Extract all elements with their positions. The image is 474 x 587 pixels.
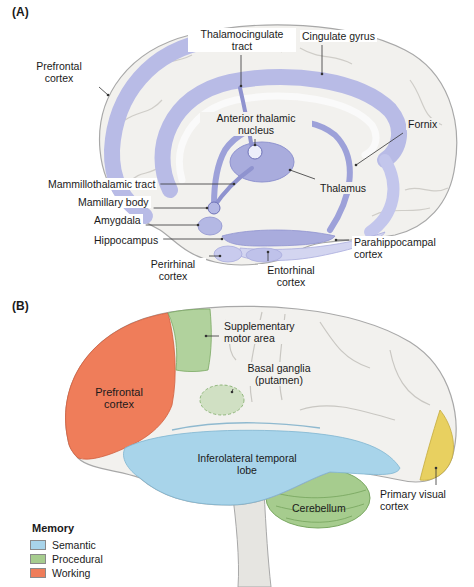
brain-outline xyxy=(100,25,457,265)
structure-label: Entorhinal cortex xyxy=(258,264,324,288)
medial-brain xyxy=(100,25,457,265)
lateral-fissure xyxy=(172,423,320,430)
region-label: Primary visual cortex xyxy=(378,488,468,512)
cerebrum-outline xyxy=(66,306,456,505)
leader-line xyxy=(146,225,198,226)
leader-dot xyxy=(321,73,324,76)
lateral-brain xyxy=(66,306,456,587)
supplementary-motor-region xyxy=(168,309,211,372)
region-label: Prefrontal cortex xyxy=(82,386,156,410)
basal-ganglia-shape xyxy=(200,385,244,415)
legend-row: Procedural xyxy=(30,552,103,566)
leader-dot xyxy=(206,207,209,210)
leader-dot xyxy=(205,335,208,338)
leader-dot xyxy=(221,238,224,241)
cingulum-posterior xyxy=(370,160,393,232)
leader-dot xyxy=(254,144,257,147)
amygdala-shape xyxy=(198,217,222,235)
fornix xyxy=(214,121,350,230)
leader-line xyxy=(290,170,315,179)
leader-line xyxy=(206,336,219,337)
cingulate-band xyxy=(163,77,400,190)
sulcus xyxy=(390,350,430,405)
leader-dot xyxy=(231,391,234,394)
structure-label: Cingulate gyrus xyxy=(300,30,377,42)
legend-row: Working xyxy=(30,566,103,580)
structure-label: Anterior thalamic nucleus xyxy=(200,112,312,136)
leader-dot xyxy=(267,251,270,254)
leader-line xyxy=(160,184,234,185)
region-label: Inferolateral temporal lobe xyxy=(195,452,299,476)
leader-dot xyxy=(435,467,438,470)
legend: SemanticProceduralWorking xyxy=(30,538,103,580)
leader-line xyxy=(241,55,242,86)
structure-label: Perirhinal cortex xyxy=(140,258,206,282)
structure-label: Hippocampus xyxy=(92,234,160,246)
cerebellum-folia xyxy=(272,490,366,522)
legend-text: Procedural xyxy=(52,553,103,565)
legend-swatch xyxy=(30,554,46,564)
leader-line xyxy=(268,252,269,261)
legend-text: Working xyxy=(52,567,90,579)
structure-label: Mammillothalamic tract xyxy=(46,178,157,190)
region-label: Cerebellum xyxy=(290,502,348,514)
leader-dot xyxy=(219,255,222,258)
sulcus xyxy=(405,188,448,191)
sulcus xyxy=(300,48,352,64)
panel-letter: (A) xyxy=(10,6,31,18)
mammillary-body-shape xyxy=(208,202,220,214)
leader-dot xyxy=(233,183,236,186)
leader-line xyxy=(322,45,323,74)
legend-text: Semantic xyxy=(52,539,96,551)
structure-label: Amygdala xyxy=(92,214,143,226)
legend-row: Semantic xyxy=(30,538,103,552)
legend-swatch xyxy=(30,568,46,578)
sulcus xyxy=(300,406,395,420)
perirhinal-region xyxy=(214,246,242,262)
temporal-region xyxy=(123,430,400,505)
region-label: Supplementary motor area xyxy=(222,320,312,344)
sulci xyxy=(125,36,448,216)
entorhinal-region xyxy=(246,248,282,262)
sulcus xyxy=(320,322,370,368)
leader-dot xyxy=(107,94,110,97)
visual-cortex-region xyxy=(420,410,454,480)
structure-label: Thalamocingulate tract xyxy=(188,28,296,52)
hippocampus-shape xyxy=(222,230,335,246)
structure-label: Prefrontal cortex xyxy=(22,60,96,84)
legend-swatch xyxy=(30,540,46,550)
anterior-thalamic-nucleus-shape xyxy=(248,145,262,159)
leader-dot xyxy=(289,169,292,172)
leader-dot xyxy=(355,164,358,167)
leader-line xyxy=(209,256,220,257)
structure-label: Fornix xyxy=(406,118,439,130)
mammillothalamic-tract xyxy=(214,168,252,207)
leader-line xyxy=(356,133,403,165)
structure-label: Mamillary body xyxy=(76,196,151,208)
leader-line xyxy=(436,468,437,485)
folium xyxy=(286,516,352,522)
structure-label: Thalamus xyxy=(318,182,368,194)
leader-line xyxy=(336,240,349,241)
leader-dot xyxy=(197,224,200,227)
leader-line xyxy=(99,87,108,95)
legend-title: Memory xyxy=(30,522,76,534)
panel-letter: (B) xyxy=(10,300,31,312)
region-label: Basal ganglia (putamen) xyxy=(236,362,322,386)
leader-dot xyxy=(335,239,338,242)
leader-line xyxy=(163,239,222,240)
structure-label: Parahippocampal cortex xyxy=(352,236,450,260)
leader-dot xyxy=(240,85,243,88)
leader-line xyxy=(154,208,207,209)
